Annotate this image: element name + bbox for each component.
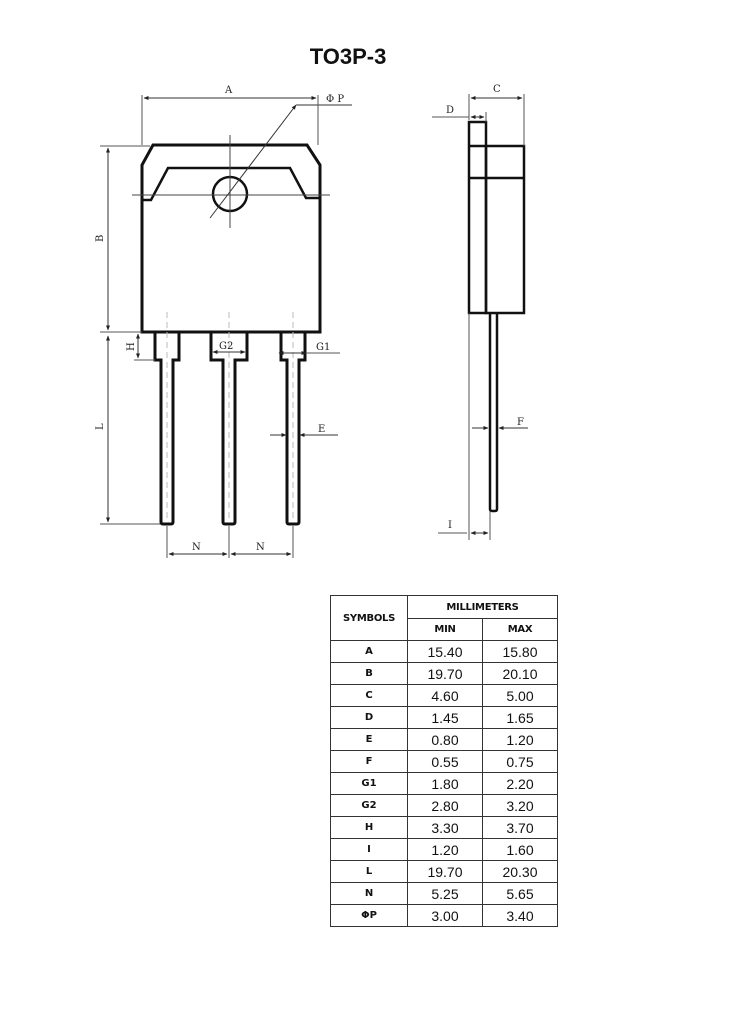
front-view: A Φ P B H G2 G1 L E N N (95, 85, 352, 558)
header-max: MAX (482, 618, 558, 641)
lead-center (209, 312, 249, 526)
symbol-cell: L (330, 860, 408, 883)
max-cell: 0.75 (482, 750, 558, 773)
dim-label-n-right: N (256, 542, 265, 553)
min-cell: 19.70 (407, 662, 483, 685)
max-cell: 1.65 (482, 706, 558, 729)
max-cell: 1.60 (482, 838, 558, 861)
min-cell: 1.20 (407, 838, 483, 861)
symbol-cell: A (330, 640, 408, 663)
symbol-cell: G1 (330, 772, 408, 795)
dim-label-i: I (448, 520, 452, 531)
max-cell: 5.65 (482, 882, 558, 905)
package-title: TO3P-3 (309, 44, 387, 69)
header-symbols: SYMBOLS (330, 595, 408, 641)
min-cell: 3.30 (407, 816, 483, 839)
min-cell: 2.80 (407, 794, 483, 817)
symbol-cell: I (330, 838, 408, 861)
symbol-cell: D (330, 706, 408, 729)
max-cell: 3.40 (482, 904, 558, 927)
dim-label-h: H (126, 342, 137, 351)
min-cell: 0.55 (407, 750, 483, 773)
dim-label-g1: G1 (316, 342, 330, 353)
symbol-cell: N (330, 882, 408, 905)
dim-label-d: D (446, 105, 454, 116)
side-view: C D F I (432, 84, 528, 540)
max-cell: 5.00 (482, 684, 558, 707)
max-cell: 15.80 (482, 640, 558, 663)
min-cell: 1.80 (407, 772, 483, 795)
dim-label-c: C (493, 84, 501, 95)
min-cell: 3.00 (407, 904, 483, 927)
header-min: MIN (407, 618, 483, 641)
dim-label-phi-p: Φ P (326, 94, 344, 105)
min-cell: 15.40 (407, 640, 483, 663)
dim-label-e: E (318, 424, 325, 435)
symbol-cell: G2 (330, 794, 408, 817)
symbol-cell: H (330, 816, 408, 839)
lead-left (153, 312, 181, 526)
symbol-cell: C (330, 684, 408, 707)
max-cell: 1.20 (482, 728, 558, 751)
min-cell: 0.80 (407, 728, 483, 751)
dim-label-g2: G2 (219, 341, 233, 352)
dim-label-b: B (95, 235, 106, 242)
min-cell: 1.45 (407, 706, 483, 729)
max-cell: 20.10 (482, 662, 558, 685)
max-cell: 20.30 (482, 860, 558, 883)
dim-label-n-left: N (192, 542, 201, 553)
symbol-cell: B (330, 662, 408, 685)
header-millimeters: MILLIMETERS (407, 595, 558, 619)
lead-right (279, 312, 307, 526)
max-cell: 2.20 (482, 772, 558, 795)
min-cell: 5.25 (407, 882, 483, 905)
dim-label-l: L (95, 423, 106, 430)
symbol-cell: E (330, 728, 408, 751)
dim-label-f: F (517, 417, 524, 428)
min-cell: 19.70 (407, 860, 483, 883)
dim-label-a: A (224, 85, 233, 96)
max-cell: 3.20 (482, 794, 558, 817)
min-cell: 4.60 (407, 684, 483, 707)
symbol-cell: F (330, 750, 408, 773)
package-outline-drawing: A Φ P B H G2 G1 L E N N (95, 84, 528, 558)
symbol-cell: ΦP (330, 904, 408, 927)
max-cell: 3.70 (482, 816, 558, 839)
